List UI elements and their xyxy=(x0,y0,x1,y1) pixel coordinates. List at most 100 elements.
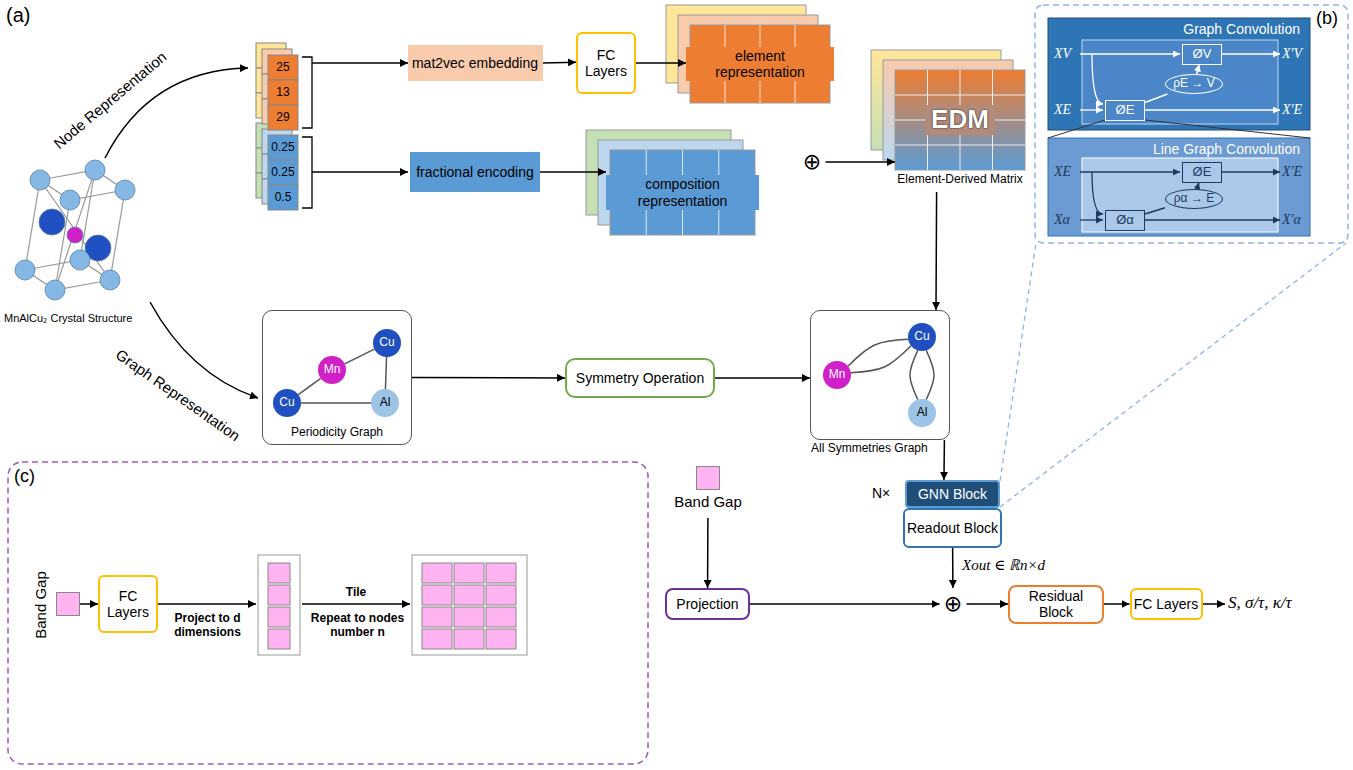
readout-block: Readout Block xyxy=(903,508,1002,548)
fc-layers-box: FC Layers xyxy=(98,575,158,633)
flow-arrows xyxy=(1080,54,1280,110)
connector xyxy=(1197,65,1200,75)
node-label: ØE xyxy=(1116,103,1135,118)
representation-matrix: composition representation xyxy=(606,150,759,235)
matrix-title: EDM xyxy=(925,105,995,135)
node-label: Cu xyxy=(914,330,929,344)
atom-node: Mn xyxy=(318,356,346,384)
node-label: Cu xyxy=(279,396,294,410)
connector xyxy=(385,357,386,389)
connector xyxy=(910,350,918,399)
panel-frame xyxy=(1035,5,1348,243)
flow-arrows xyxy=(1080,172,1280,220)
grid-lines xyxy=(268,25,1025,649)
crystal-structure xyxy=(25,170,125,290)
node-label: GNN Block xyxy=(918,486,987,502)
zoom-line xyxy=(1000,243,1346,507)
input-label: Band Gap xyxy=(648,493,768,510)
connector xyxy=(952,548,954,588)
node-label: element representation xyxy=(686,47,834,81)
math-label: X′E xyxy=(1282,102,1302,118)
pink-square xyxy=(696,466,720,490)
connector xyxy=(851,346,911,373)
math-label: XE xyxy=(1054,164,1071,180)
node-label: Residual Block xyxy=(1010,588,1102,620)
connector xyxy=(826,161,896,163)
element-derived-matrix: EDMElement-Derived Matrix xyxy=(895,70,1025,192)
atoms xyxy=(15,160,135,300)
node-label: ⊕ xyxy=(803,149,821,174)
node-label: Projection xyxy=(676,596,738,612)
update-function: ØV xyxy=(1182,44,1222,65)
node-label: Al xyxy=(380,396,391,410)
math-label: X′V xyxy=(1282,46,1302,62)
matrix-stack xyxy=(586,5,1025,235)
vector-frame xyxy=(258,555,300,655)
connector xyxy=(967,603,1009,605)
node-label: ØE xyxy=(1193,165,1212,180)
structure-caption: MnAlCu₂ Crystal Structure xyxy=(4,312,194,325)
operation-box: Symmetry Operation xyxy=(565,358,715,398)
vector-value: 29 xyxy=(268,105,298,130)
node-label: ØV xyxy=(1193,47,1212,62)
atom-node: Cu xyxy=(373,329,401,357)
step-label: Project to d dimensions xyxy=(160,612,255,640)
band-gap-input: Band Gap xyxy=(56,592,80,616)
add-symbol: ⊕ xyxy=(799,146,826,178)
node-label: Al xyxy=(917,406,928,420)
node-label: fractional encoding xyxy=(416,164,534,180)
panel-label: (b) xyxy=(1316,8,1338,29)
inner-frame xyxy=(1082,40,1278,124)
atom-node: Cu xyxy=(908,323,936,351)
connector xyxy=(412,377,565,379)
band-gap-input: Band Gap xyxy=(668,466,748,518)
graph-caption: All Symmetries Graph xyxy=(811,442,928,456)
bracket xyxy=(302,57,312,208)
block-fill xyxy=(1048,138,1310,236)
node-label: Mn xyxy=(324,363,341,377)
projection-box: Projection xyxy=(665,588,750,620)
representation-matrix: element representation xyxy=(686,25,834,103)
node-label: Symmetry Operation xyxy=(576,370,704,386)
vector-value: 13 xyxy=(268,80,298,105)
connector xyxy=(926,350,934,399)
panel-label: (a) xyxy=(6,4,30,27)
math-label: X′E xyxy=(1282,164,1302,180)
panel-frame xyxy=(8,462,648,764)
arrow xyxy=(312,171,408,173)
connector xyxy=(715,377,810,379)
vector-value: 0.5 xyxy=(268,185,298,210)
connector xyxy=(707,518,709,588)
node-label: ⊕ xyxy=(944,591,962,616)
math-label: Xα xyxy=(1054,212,1070,228)
node-label: FC Layers xyxy=(578,47,634,79)
math-label: XV xyxy=(1054,46,1071,62)
connector xyxy=(1104,603,1130,605)
input-label: Band Gap xyxy=(32,571,49,639)
node-label: ρα → E xyxy=(1174,192,1214,206)
fc-layers-box: FC Layers xyxy=(576,32,636,94)
zoom-line xyxy=(1048,120,1310,138)
embedding-box: mat2vec embedding xyxy=(408,45,543,81)
node-label: FC Layers xyxy=(100,588,156,620)
update-function: Øα xyxy=(1105,210,1145,231)
arrow xyxy=(302,603,410,605)
node-label: Readout Block xyxy=(907,520,998,536)
connector xyxy=(301,402,371,404)
connector xyxy=(943,440,945,480)
node-label: composition representation xyxy=(606,175,759,209)
vector-value: 0.25 xyxy=(268,135,298,160)
block-fill xyxy=(1048,18,1310,130)
node-label: Mn xyxy=(829,368,846,382)
arrow xyxy=(158,603,256,605)
arrow xyxy=(1202,603,1225,605)
add-symbol: ⊕ xyxy=(940,588,967,620)
connector xyxy=(1145,94,1167,102)
convolution-block: ØVØEρE → VGraph Convolution xyxy=(1048,18,1310,130)
vector-value: 0.25 xyxy=(268,160,298,185)
atom-node: Al xyxy=(908,399,936,427)
convolution-block: ØEØαρα → ELine Graph Convolution xyxy=(1048,138,1310,236)
panel-label: (c) xyxy=(14,466,35,487)
branch-label: Node Representation xyxy=(50,48,170,152)
math-label: X′α xyxy=(1282,212,1301,228)
